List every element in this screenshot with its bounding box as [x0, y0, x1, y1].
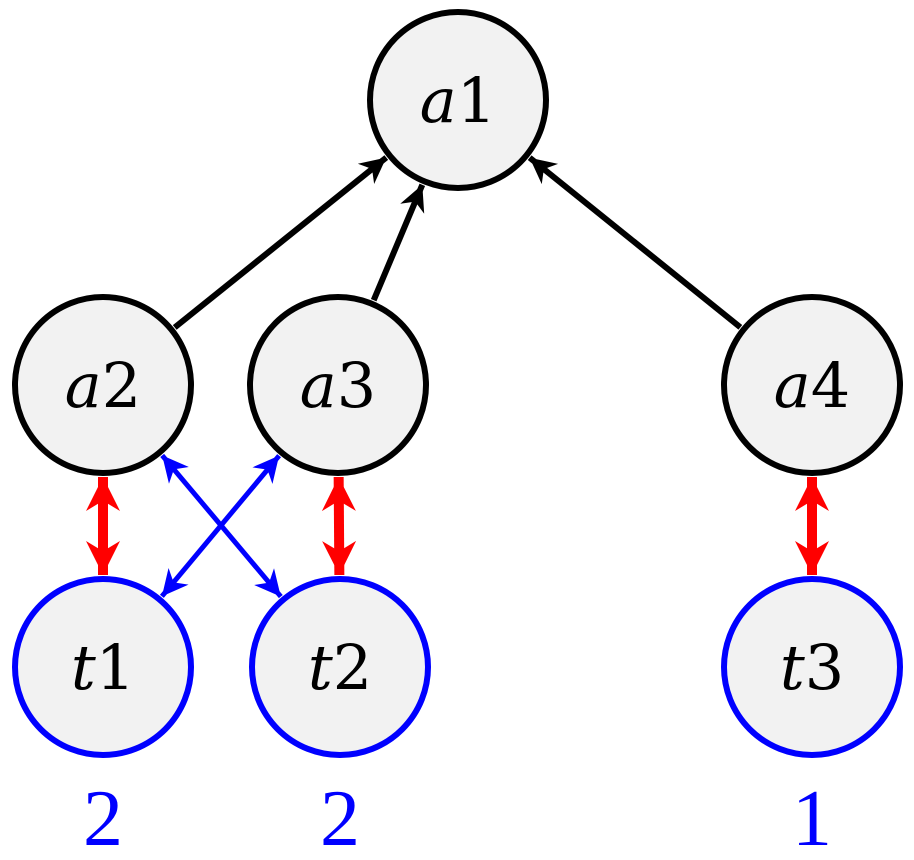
node-t2-label: t2: [308, 631, 372, 704]
node-t1-var: t: [71, 631, 96, 704]
node-a4-label: a4: [774, 349, 850, 422]
node-a3-circle: [247, 294, 429, 476]
count-t3: 1: [792, 775, 832, 860]
node-t1-label: t1: [71, 631, 135, 704]
node-a3-label: a3: [300, 349, 376, 422]
node-a4-circle: [721, 294, 903, 476]
node-a1: a1: [367, 9, 549, 191]
node-a4-var: a: [774, 349, 811, 422]
node-a3-var: a: [300, 349, 337, 422]
node-t3-circle: [721, 576, 903, 758]
edge-a2-a1: [172, 155, 389, 330]
count-t1: 2: [83, 775, 123, 860]
node-a4: a4: [721, 294, 903, 476]
node-a2-num: 2: [102, 349, 141, 422]
node-a2-var: a: [65, 349, 102, 422]
node-t1: t1: [12, 576, 194, 758]
node-a2-label: a2: [65, 349, 141, 422]
node-a3-num: 3: [337, 349, 376, 422]
edge-a4-a1: [527, 155, 743, 330]
edge-a3-t2: [321, 476, 357, 576]
node-a2: a2: [12, 294, 194, 476]
edges-layer: [86, 155, 829, 599]
node-t3-num: 3: [805, 631, 844, 704]
node-a2-circle: [12, 294, 194, 476]
node-a4-num: 4: [811, 349, 850, 422]
node-t3-label: t3: [780, 631, 844, 704]
node-a3: a3: [247, 294, 429, 476]
count-t2: 2: [320, 775, 360, 860]
node-t2-var: t: [308, 631, 333, 704]
node-t2: t2: [249, 576, 431, 758]
node-t3-var: t: [780, 631, 805, 704]
node-t2-circle: [249, 576, 431, 758]
node-a1-label: a1: [420, 64, 496, 137]
node-t2-num: 2: [333, 631, 372, 704]
counts-layer: 2 2 1: [83, 775, 832, 860]
edge-a3-t1: [159, 454, 282, 598]
node-t1-num: 1: [96, 631, 135, 704]
node-a1-var: a: [420, 64, 457, 137]
node-t3: t3: [721, 576, 903, 758]
node-a1-num: 1: [457, 64, 496, 137]
edge-a3-a1: [370, 183, 426, 302]
node-a1-circle: [367, 9, 549, 191]
node-t1-circle: [12, 576, 194, 758]
